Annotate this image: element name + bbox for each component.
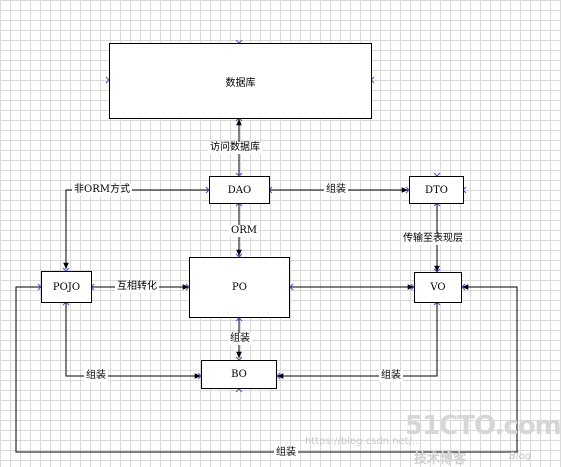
node-pojo-label: POJO (52, 281, 81, 293)
edge-label-dao-to-po: ORM (229, 225, 259, 237)
node-po-label: PO (232, 282, 247, 293)
edge-label-dao-to-pojo: 非ORM方式 (72, 184, 132, 196)
edge-label-dao-to-db: 访问数据库 (208, 142, 262, 154)
node-bo: BO (201, 360, 277, 389)
watermark-blog: Blog (509, 451, 532, 462)
arrow-pojo-vo-loop (15, 284, 518, 453)
node-database: 数据库 (109, 43, 372, 119)
diagram-canvas: 数据库 DAO DTO POJO PO VO BO 访问数据库 非ORM方式 组… (15, 39, 561, 467)
node-bo-label: BO (231, 369, 247, 380)
watermark-sub: 技术博客 (414, 452, 467, 467)
watermark-brand: 51CTO.com (405, 411, 561, 441)
edge-label-pojo-vo-loop: 组装 (274, 447, 298, 459)
arrow-dao-to-pojo (63, 189, 209, 269)
edge-label-pojo-bo: 组装 (84, 370, 108, 382)
watermark-url: https://blog.csdn.net/... (305, 436, 422, 447)
node-dao-label: DAO (227, 184, 252, 196)
node-po: PO (189, 257, 290, 318)
edge-label-dto-to-vo: 传输至表现层 (401, 233, 465, 245)
edge-label-po-to-bo: 组装 (228, 333, 252, 345)
node-pojo: POJO (41, 271, 92, 303)
edge-label-vo-bo: 组装 (379, 370, 403, 382)
node-vo: VO (414, 272, 462, 303)
node-vo-label: VO (430, 282, 446, 293)
arrow-vo-bo (277, 296, 440, 379)
edge-label-pojo-po: 互相转化 (115, 281, 159, 293)
node-dto: DTO (409, 176, 464, 204)
node-database-label: 数据库 (225, 77, 256, 89)
edge-label-dao-to-dto: 组装 (324, 184, 348, 196)
arrow-pojo-bo (63, 296, 201, 379)
node-dto-label: DTO (425, 184, 448, 196)
node-dao: DAO (209, 176, 270, 204)
